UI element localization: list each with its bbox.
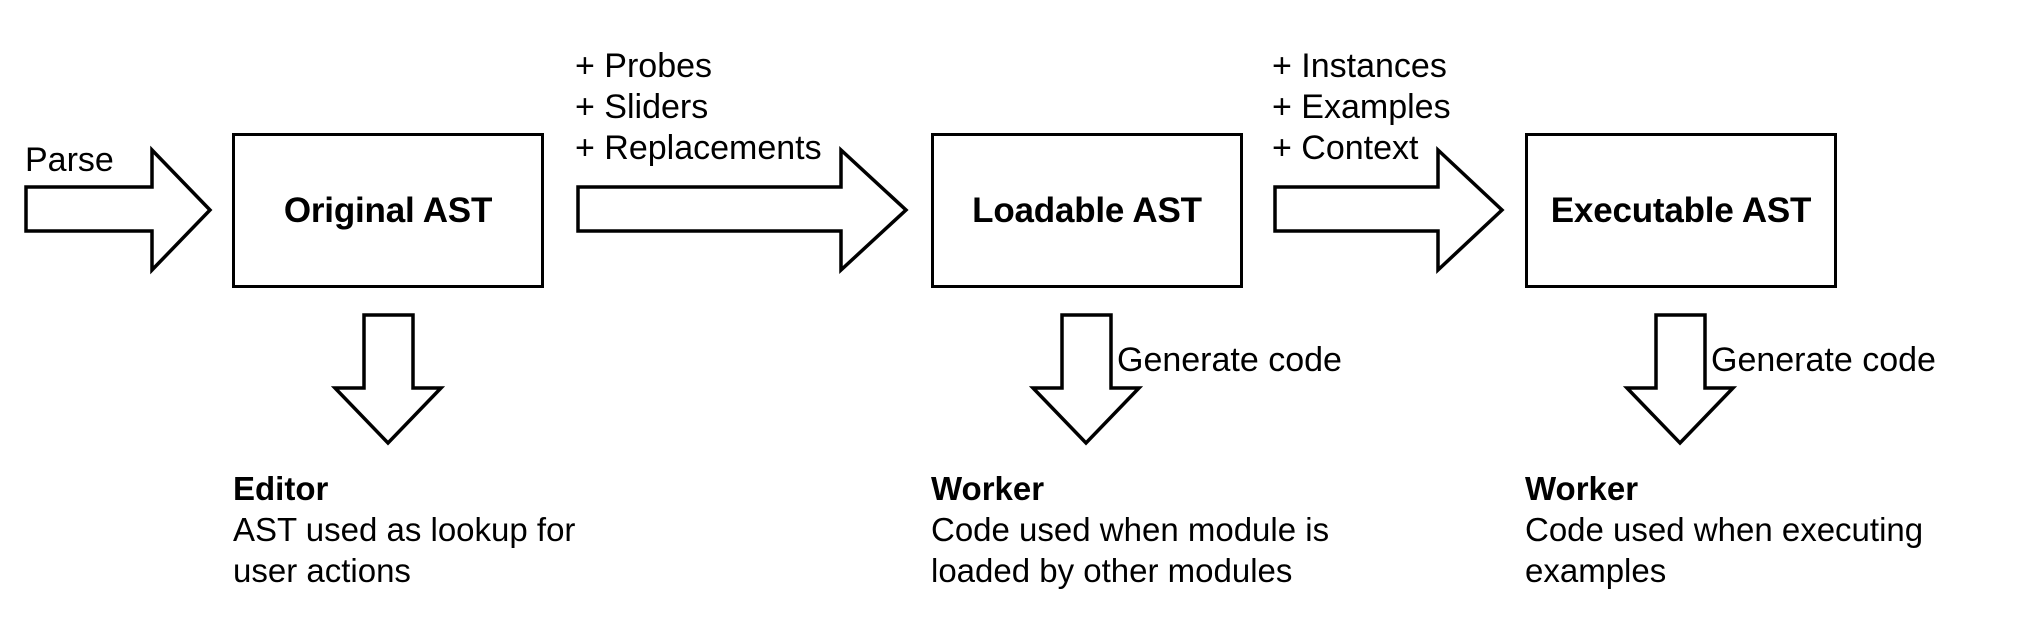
worker-loadable-caption-body: Code used when module is loaded by other… (931, 509, 1361, 591)
node-loadable-ast[interactable]: Loadable AST (931, 133, 1243, 288)
editor-caption-title: Editor (233, 470, 329, 507)
worker-executable-caption: Worker Code used when executing examples (1525, 469, 1955, 591)
worker-executable-caption-body: Code used when executing examples (1525, 509, 1955, 591)
editor-caption: Editor AST used as lookup for user actio… (233, 469, 663, 591)
parse-arrow-label: Parse (25, 141, 114, 179)
arrow-label-line: + Sliders (575, 88, 709, 126)
node-loadable-ast-label: Loadable AST (972, 190, 1202, 230)
down-arrow-icon-editor (330, 313, 446, 446)
editor-caption-body: AST used as lookup for user actions (233, 509, 663, 591)
loadable-to-executable-arrow-label: + Instances + Examples + Context (1272, 46, 1451, 169)
node-executable-ast-label: Executable AST (1550, 190, 1812, 230)
node-original-ast[interactable]: Original AST (232, 133, 544, 288)
caption-line: examples (1525, 552, 1667, 589)
node-executable-ast[interactable]: Executable AST (1525, 133, 1837, 288)
arrow-label-line: + Examples (1272, 88, 1451, 126)
original-to-loadable-arrow-label: + Probes + Sliders + Replacements (575, 46, 822, 169)
worker-loadable-caption: Worker Code used when module is loaded b… (931, 469, 1361, 591)
worker-executable-caption-title: Worker (1525, 470, 1639, 507)
caption-line: loaded by other modules (931, 552, 1293, 589)
caption-line: Code used when module is (931, 511, 1330, 548)
caption-line: Code used when executing (1525, 511, 1924, 548)
worker-loadable-arrow-label: Generate code (1117, 341, 1342, 379)
arrow-label-line: + Context (1272, 129, 1419, 167)
caption-line: AST used as lookup for (233, 511, 576, 548)
arrow-label-line: + Probes (575, 47, 713, 85)
arrow-label-line: + Instances (1272, 47, 1447, 85)
down-arrow-icon-worker-loadable (1028, 313, 1144, 446)
arrow-label-line: + Replacements (575, 129, 822, 167)
down-arrow-icon-worker-executable (1622, 313, 1738, 446)
caption-line: user actions (233, 552, 411, 589)
worker-executable-arrow-label: Generate code (1711, 341, 1936, 379)
node-original-ast-label: Original AST (283, 190, 493, 230)
worker-loadable-caption-title: Worker (931, 470, 1045, 507)
